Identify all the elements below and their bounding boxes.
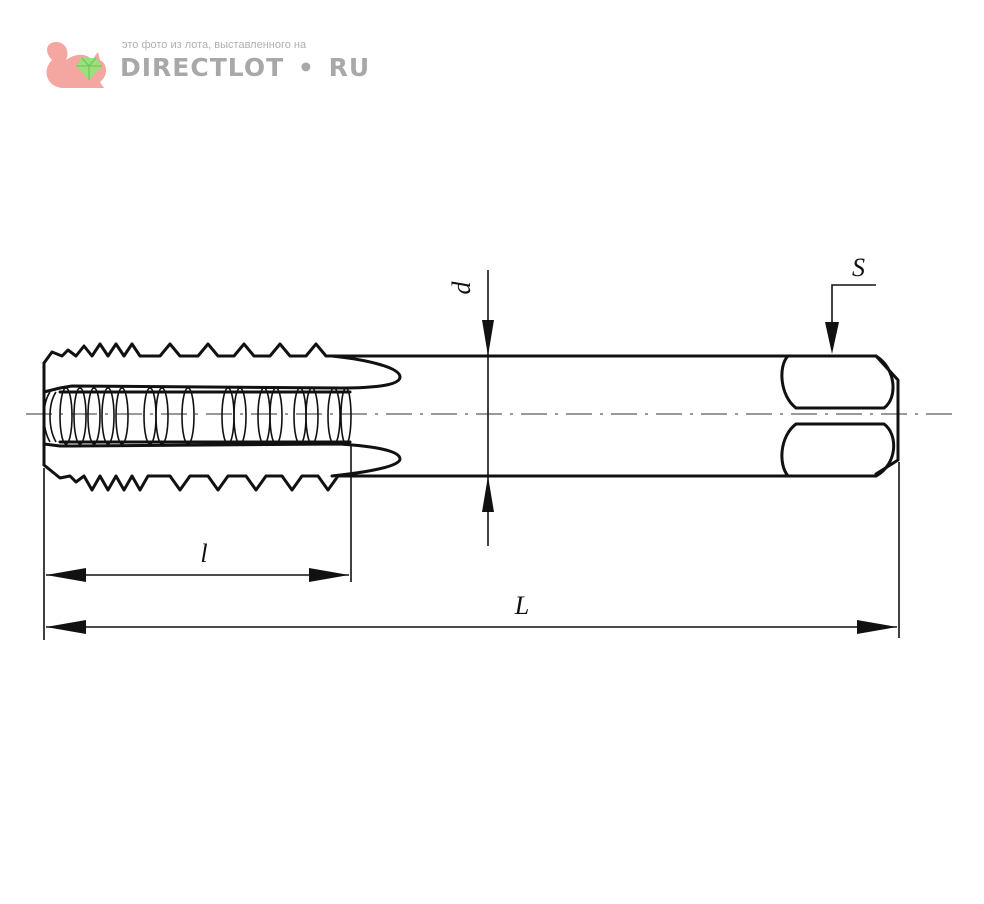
watermark-brand: DIRECTLOT • RU [120,53,370,82]
upper-flute [42,354,402,394]
dimension-L: L [46,591,897,634]
watermark-brand-left: DIRECTLOT [120,53,284,82]
thread-crests [43,387,352,445]
extension-lines [43,446,900,640]
top-thread-profile [42,342,900,476]
dimension-s: S [825,253,876,354]
thread-band-lines [58,390,352,444]
tap-body [42,342,900,492]
dimension-label-l: l [200,539,207,568]
dimension-label-L: L [514,591,529,620]
bottom-thread-profile [42,463,878,492]
dimension-label-d: d [447,281,476,295]
square-flat-lower [780,422,896,478]
dimension-label-s: S [852,253,865,282]
lower-flute [42,442,402,478]
square-flat-upper [780,354,895,410]
watermark: это фото из лота, выставленного на DIREC… [46,39,370,88]
watermark-brand-separator: • [298,53,315,82]
dimension-l: l [46,539,349,582]
watermark-caption: это фото из лота, выставленного на [122,39,307,51]
squirrel-gem-icon [46,42,106,88]
dimension-d: d [447,270,494,546]
watermark-brand-right: RU [329,53,371,82]
